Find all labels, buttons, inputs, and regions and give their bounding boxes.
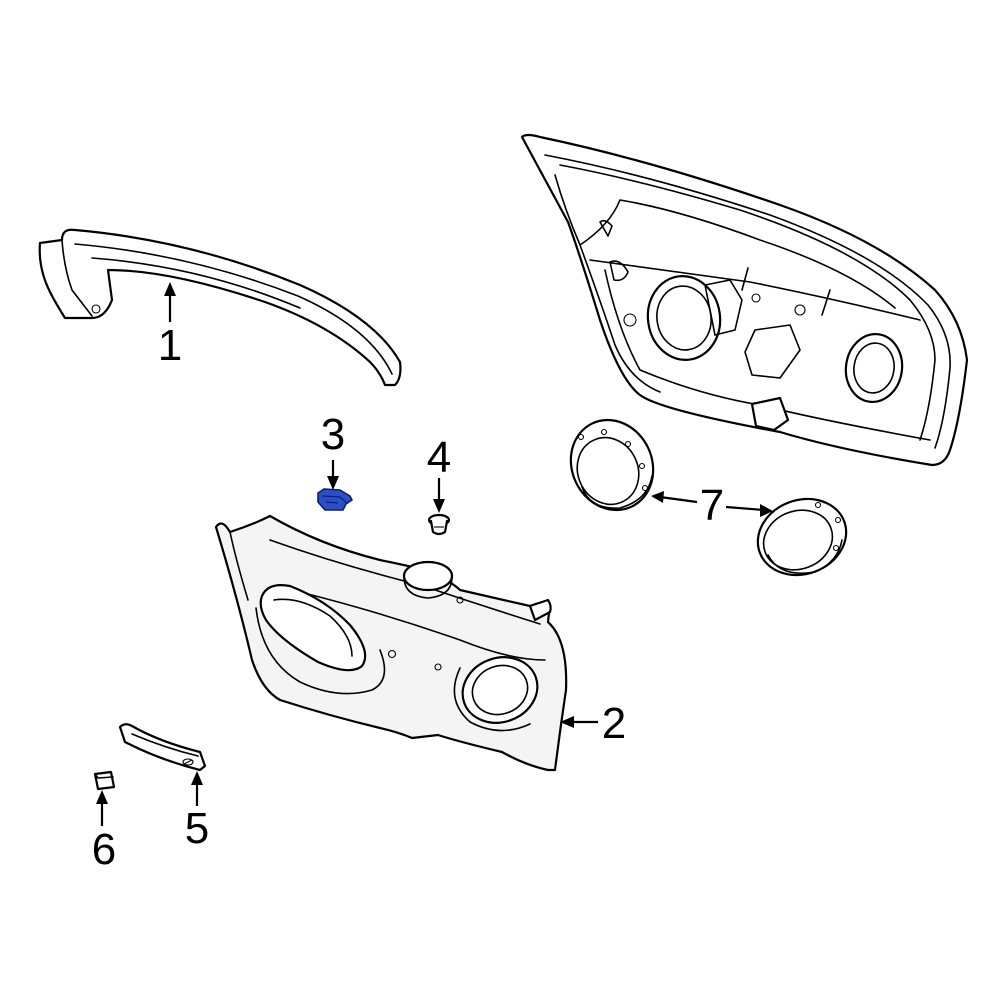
leader-6 xyxy=(96,790,108,826)
leader-4 xyxy=(433,478,445,513)
leader-2 xyxy=(560,716,598,728)
callout-3: 3 xyxy=(321,410,345,459)
part-6-cap[interactable] xyxy=(93,770,116,791)
leader-7 xyxy=(651,491,773,517)
part-5-pull-handle[interactable] xyxy=(118,723,207,772)
leader-5 xyxy=(191,771,203,806)
part-2-trim-panel[interactable] xyxy=(214,514,568,772)
part-4-push-pin[interactable] xyxy=(427,513,451,536)
part-7-speaker-left[interactable] xyxy=(556,406,667,523)
leader-1 xyxy=(164,282,176,322)
callout-1: 1 xyxy=(158,321,182,370)
callout-7: 7 xyxy=(700,481,724,530)
liftgate-inner-frame xyxy=(520,133,969,467)
callout-5: 5 xyxy=(185,804,209,853)
callout-4: 4 xyxy=(427,433,451,482)
callout-2: 2 xyxy=(602,699,626,748)
callout-6: 6 xyxy=(92,825,116,874)
part-1-upper-molding[interactable] xyxy=(38,228,402,387)
part-3-clip[interactable] xyxy=(317,488,353,511)
leader-3 xyxy=(327,460,339,490)
part-7-speaker-right[interactable] xyxy=(747,487,857,587)
